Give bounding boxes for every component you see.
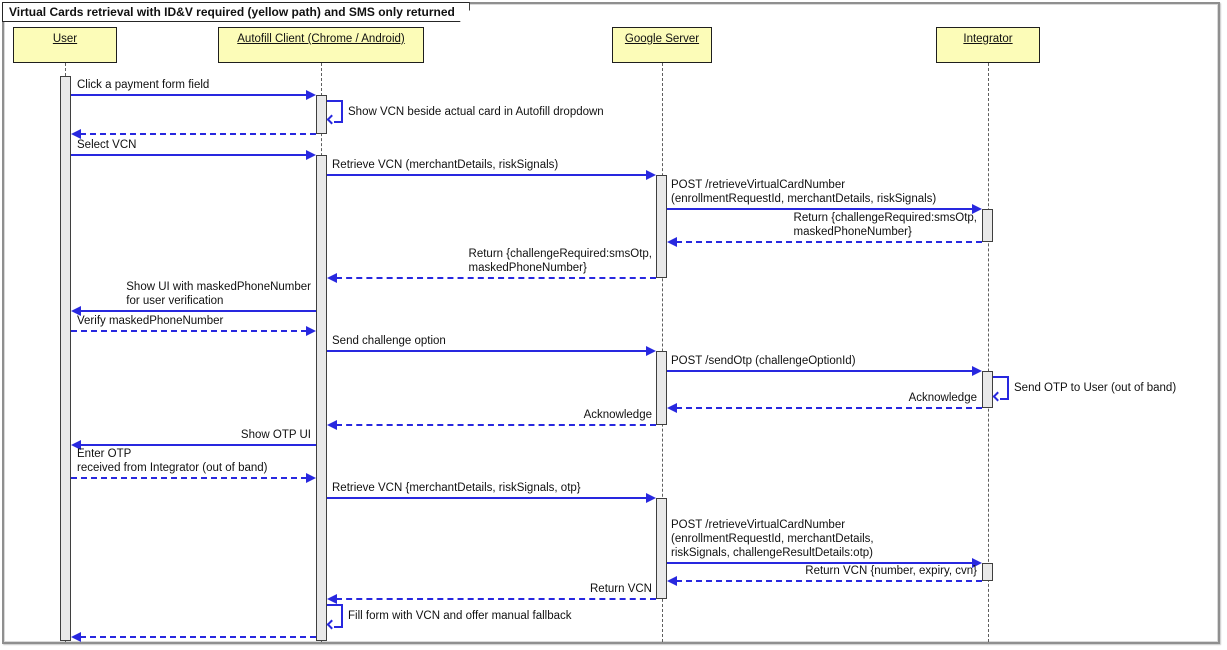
arrowhead-icon [972,366,982,376]
msg-show-otp-ui-label: Show OTP UI [240,429,311,441]
participant-label-user: User [52,33,78,45]
arrowhead-icon [646,493,656,503]
msg-send-challenge-option-line [327,350,647,352]
msg-acknowledge-integrator-line [676,407,982,409]
activation-integrator-8 [982,563,993,581]
participant-label-google-server: Google Server [624,33,700,45]
arrowhead-icon [646,346,656,356]
msg-show-vcn-dropdown-label: Show VCN beside actual card in Autofill … [348,106,604,118]
msg-send-otp-out-of-band-label: Send OTP to User (out of band) [1014,382,1177,394]
msg-show-vcn-dropdown-line-top [327,100,343,102]
msg-fill-form-fallback-line-right [341,604,343,626]
msg-post-send-otp-line [667,370,973,372]
activation-integrator-7 [982,371,993,408]
msg-send-otp-out-of-band-line-right [1007,376,1009,398]
msg-fill-form-fallback-line-top [327,604,343,606]
arrowhead-icon [667,403,677,413]
msg-return-challenge-required-google-label: Return {challengeRequired:smsOtp, masked… [468,248,652,274]
participant-label-autofill-client: Autofill Client (Chrome / Android) [237,33,405,45]
msg-acknowledge-google-label: Acknowledge [583,409,652,421]
msg-post-retrieve-vcn-2-line [667,562,973,564]
activation-google-server-3 [656,175,667,278]
arrowhead-icon [306,90,316,100]
msg-return-challenge-required-integrator-line [676,241,982,243]
arrowhead-icon [71,306,81,316]
msg-click-payment-field-line [71,94,307,96]
msg-show-otp-ui-line [80,444,316,446]
participant-user [13,27,117,63]
msg-return-to-user-1-line [80,133,316,135]
activation-autofill-client-1 [316,95,327,134]
activation-autofill-client-2 [316,155,327,641]
msg-retrieve-vcn-1-label: Retrieve VCN (merchantDetails, riskSigna… [332,159,559,171]
participant-label-integrator: Integrator [963,33,1013,45]
participant-autofill-client [218,27,424,63]
msg-return-to-user-final-line [80,636,316,638]
msg-verify-masked-phone-label: Verify maskedPhoneNumber [77,315,224,327]
msg-acknowledge-google-line [336,424,656,426]
msg-return-vcn-integrator-line [676,580,982,582]
msg-post-retrieve-vcn-1-line [667,208,973,210]
msg-return-vcn-google-line [336,598,656,600]
msg-verify-masked-phone-line [71,330,307,332]
arrowhead-icon [71,440,81,450]
arrowhead-icon [667,576,677,586]
arrowhead-icon [327,594,337,604]
arrowhead-icon [327,420,337,430]
diagram-title-tab: Virtual Cards retrieval with ID&V requir… [2,2,470,22]
arrowhead-icon [972,558,982,568]
arrowhead-icon [306,473,316,483]
msg-select-vcn-line [71,154,307,156]
participant-google-server [612,27,712,63]
msg-send-challenge-option-label: Send challenge option [332,335,446,347]
msg-show-ui-masked-phone-line [80,310,316,312]
activation-user-0 [60,76,71,641]
msg-fill-form-fallback-line-bottom [334,626,343,628]
arrowhead-icon [71,632,81,642]
msg-show-ui-masked-phone-label: Show UI with maskedPhoneNumber for user … [126,281,311,307]
msg-retrieve-vcn-2-line [327,497,647,499]
msg-retrieve-vcn-1-line [327,174,647,176]
diagram-title: Virtual Cards retrieval with ID&V requir… [9,5,455,19]
lifeline-integrator [988,63,989,642]
msg-fill-form-fallback-label: Fill form with VCN and offer manual fall… [348,610,572,622]
arrowhead-icon [306,326,316,336]
msg-acknowledge-integrator-label: Acknowledge [908,392,977,404]
activation-google-server-5 [656,498,667,599]
msg-enter-otp-label: Enter OTP received from Integrator (out … [77,448,268,474]
arrowhead-icon [306,150,316,160]
arrowhead-icon [71,129,81,139]
msg-click-payment-field-label: Click a payment form field [77,79,210,91]
arrowhead-icon [646,170,656,180]
msg-send-otp-out-of-band-line-top [993,376,1009,378]
msg-retrieve-vcn-2-label: Retrieve VCN {merchantDetails, riskSigna… [332,482,581,494]
msg-send-otp-out-of-band-line-bottom [1000,398,1009,400]
msg-show-vcn-dropdown-line-right [341,100,343,121]
msg-post-retrieve-vcn-2-label: POST /retrieveVirtualCardNumber (enrollm… [671,519,874,559]
msg-select-vcn-label: Select VCN [77,139,137,151]
msg-return-vcn-integrator-label: Return VCN {number, expiry, cvn} [805,565,977,577]
msg-return-vcn-google-label: Return VCN [590,583,652,595]
msg-return-challenge-required-google-line [336,277,656,279]
arrowhead-icon [327,273,337,283]
msg-enter-otp-line [71,477,307,479]
activation-integrator-6 [982,209,993,242]
activation-google-server-4 [656,351,667,425]
msg-post-retrieve-vcn-1-label: POST /retrieveVirtualCardNumber (enrollm… [671,179,937,205]
arrowhead-icon [667,237,677,247]
arrowhead-icon [972,204,982,214]
msg-show-vcn-dropdown-line-bottom [334,121,343,123]
participant-integrator [936,27,1040,63]
msg-return-challenge-required-integrator-label: Return {challengeRequired:smsOtp, masked… [793,212,977,238]
msg-post-send-otp-label: POST /sendOtp (challengeOptionId) [671,355,856,367]
